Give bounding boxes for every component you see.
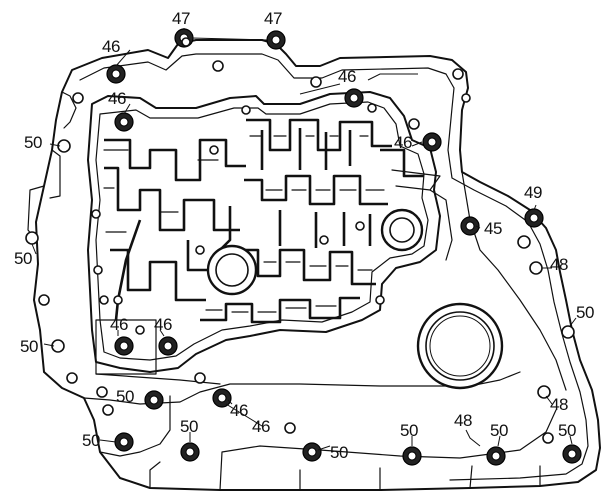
callout-45: 45 xyxy=(484,219,502,238)
callout-50: 50 xyxy=(82,431,100,450)
callout-50: 50 xyxy=(576,303,594,322)
callout-46: 46 xyxy=(394,133,412,152)
bolt xyxy=(106,64,126,84)
callout-49: 49 xyxy=(524,183,542,202)
accumulator-bore xyxy=(380,208,424,252)
bolt xyxy=(266,30,286,50)
fluid-channels xyxy=(103,118,441,324)
callout-50: 50 xyxy=(400,421,418,440)
case-holes xyxy=(25,37,575,444)
callout-48: 48 xyxy=(550,395,568,414)
callout-46: 46 xyxy=(102,37,120,56)
callout-46: 46 xyxy=(108,89,126,108)
callout-50: 50 xyxy=(116,387,134,406)
bolt xyxy=(460,216,480,236)
output-shaft-seal xyxy=(416,302,504,390)
callout-46: 46 xyxy=(154,315,172,334)
callout-50: 50 xyxy=(180,417,198,436)
callout-50: 50 xyxy=(24,133,42,152)
callout-48: 48 xyxy=(454,411,472,430)
callout-50: 50 xyxy=(330,443,348,462)
bolt xyxy=(302,442,322,462)
circular-features xyxy=(206,208,504,390)
callout-47: 47 xyxy=(264,9,282,28)
bolt xyxy=(114,432,134,452)
callout-50: 50 xyxy=(20,337,38,356)
bolt xyxy=(212,388,232,408)
callout-48: 48 xyxy=(550,255,568,274)
bolt xyxy=(486,446,506,466)
callout-labels: 47 47 46 46 46 46 46 46 46 46 50 50 50 5… xyxy=(14,9,594,462)
callout-46: 46 xyxy=(230,401,248,420)
leader-lines xyxy=(31,28,577,451)
bolt xyxy=(422,132,442,152)
callout-50: 50 xyxy=(490,421,508,440)
bolt xyxy=(158,336,178,356)
bolt xyxy=(114,112,134,132)
callout-50: 50 xyxy=(558,421,576,440)
valve-body-plate xyxy=(87,91,441,385)
bolt xyxy=(180,442,200,462)
bolt xyxy=(524,208,544,228)
bolts xyxy=(106,28,582,466)
callout-46: 46 xyxy=(338,67,356,86)
bolt xyxy=(402,446,422,466)
callout-46: 46 xyxy=(110,315,128,334)
bolt xyxy=(144,390,164,410)
case-outline xyxy=(27,39,601,491)
callout-46: 46 xyxy=(252,417,270,436)
bolt xyxy=(344,88,364,108)
bolt xyxy=(114,336,134,356)
bolt xyxy=(562,444,582,464)
callout-47: 47 xyxy=(172,9,190,28)
center-bore xyxy=(206,244,258,296)
callout-50: 50 xyxy=(14,249,32,268)
